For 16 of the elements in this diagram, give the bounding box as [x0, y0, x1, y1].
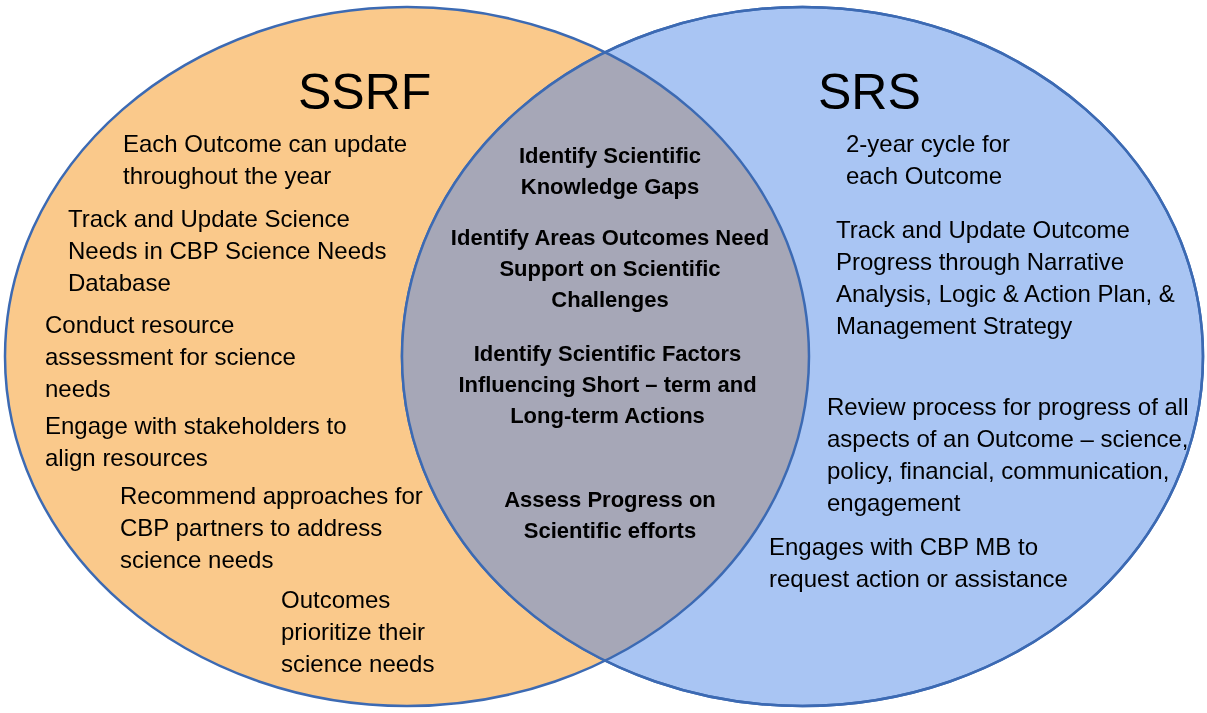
note-text: Outcomes prioritize their science needs — [281, 585, 436, 679]
note-text: Each Outcome can update throughout the year — [123, 129, 409, 191]
note-text: Engage with stakeholders to align resources — [45, 411, 348, 473]
note-text: Recommend approaches for CBP partners to address science needs — [120, 481, 424, 575]
circle-title: SRS — [818, 64, 922, 120]
note-text: Conduct resource assessment for science needs — [45, 310, 297, 404]
note-text: 2-year cycle for each Outcome — [846, 129, 1012, 191]
note-text: Review process for progress of all aspects of an Outcome – science, policy, financial, communication, engagement — [827, 392, 1190, 518]
note-text: Engages with CBP MB to request action or assistance — [769, 532, 1069, 594]
overlap-text: Assess Progress on Scientific efforts — [503, 486, 717, 545]
note-text: Track and Update Science Needs in CBP Science Needs Database — [68, 204, 388, 298]
overlap-text: Identify Areas Outcomes Need Support on Scientific Challenges — [449, 224, 771, 314]
overlap-text: Identify Scientific Knowledge Gaps — [517, 142, 703, 201]
overlap-text: Identify Scientific Factors Influencing Short – term and Long-term Actions — [457, 340, 758, 430]
note-text: Track and Update Outcome Progress through Narrative Analysis, Logic & Action Plan, & Management Strategy — [836, 215, 1176, 341]
circle-title: SSRF — [298, 64, 433, 120]
